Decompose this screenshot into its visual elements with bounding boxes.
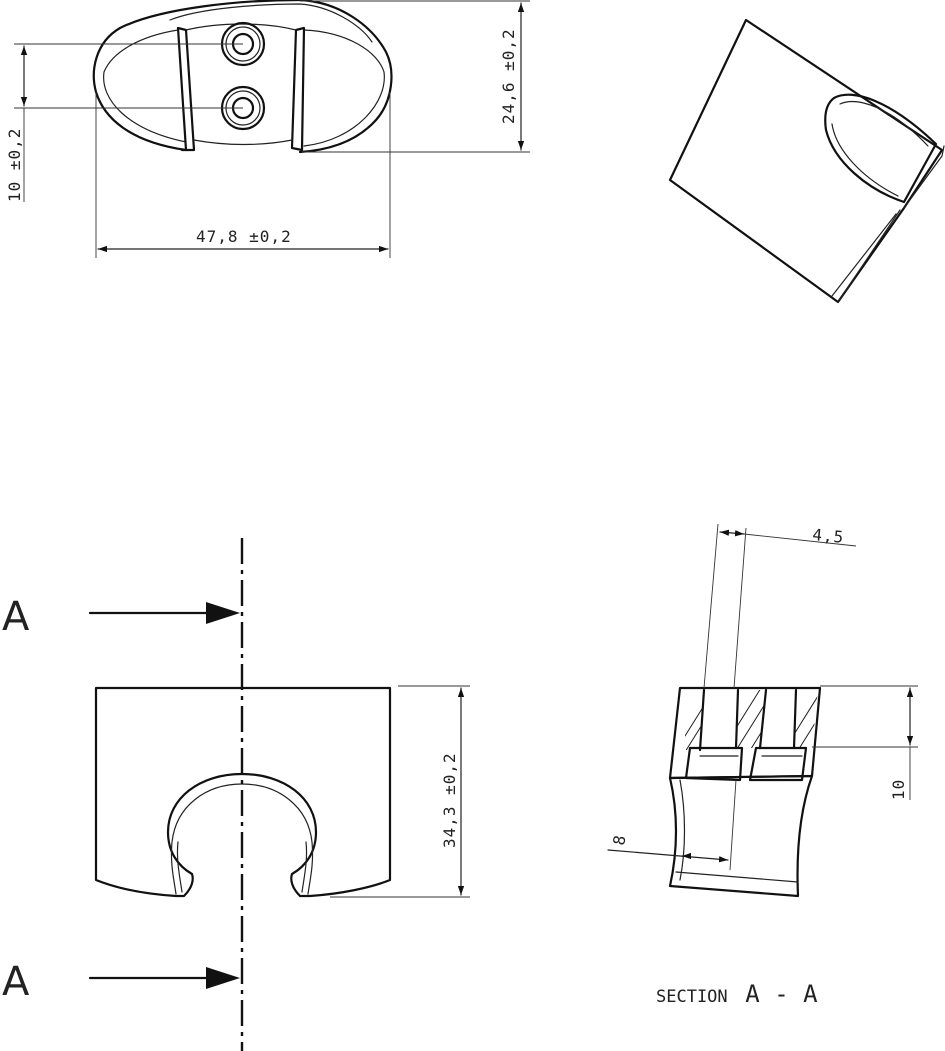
dimension-bore-diameter: 8 — [607, 779, 737, 871]
dimension-section-depth: 10 — [812, 685, 918, 800]
isometric-outline — [668, 18, 944, 304]
front-view-outline — [94, 686, 392, 898]
section-counterbore-left — [684, 746, 744, 782]
dimension-front-height-text: 34,3 ±0,2 — [440, 752, 459, 848]
section-upper-block — [668, 686, 822, 780]
dimension-slot-width: 4,5 — [703, 523, 857, 689]
dimension-top-width-text: 47,8 ±0,2 — [196, 227, 292, 246]
section-view: 4,5 10 8 SECTION A - A — [607, 523, 918, 1008]
dimension-slot-width-text: 4,5 — [812, 525, 845, 547]
section-marker-bottom: A — [2, 959, 30, 1005]
dimension-bore-diameter-text: 8 — [609, 833, 630, 847]
front-view: A A 34,3 ±0,2 — [2, 538, 470, 1051]
dimension-top-width: 47,8 ±0,2 — [95, 92, 391, 258]
section-arrow-bottom: A — [2, 959, 240, 1005]
isometric-view — [668, 18, 945, 304]
section-marker-top: A — [2, 594, 30, 640]
section-counterbore-right — [748, 746, 808, 782]
section-arrow-top: A — [2, 594, 240, 640]
top-view-outline — [92, 0, 302, 152]
dimension-hole-spacing-text: 10 ±0,2 — [5, 128, 24, 202]
dimension-section-depth-text: 10 — [889, 779, 908, 800]
section-caption: SECTION A - A — [656, 980, 818, 1008]
section-caption-id: A - A — [745, 980, 818, 1008]
dimension-front-height: 34,3 ±0,2 — [330, 685, 470, 898]
top-view-outline-right — [298, 0, 393, 154]
isometric-cutout — [824, 93, 938, 204]
dimension-top-height: 24,6 ±0,2 — [300, 0, 530, 153]
top-view: 24,6 ±0,2 10 ±0,2 47,8 ±0,2 — [5, 0, 530, 258]
section-lower-body — [668, 774, 814, 898]
top-view-left-wing — [176, 26, 196, 152]
dimension-hole-spacing: 10 ±0,2 — [5, 43, 243, 202]
section-caption-word: SECTION — [656, 987, 728, 1007]
dimension-top-height-text: 24,6 ±0,2 — [499, 28, 518, 124]
top-view-right-wing — [290, 26, 306, 152]
